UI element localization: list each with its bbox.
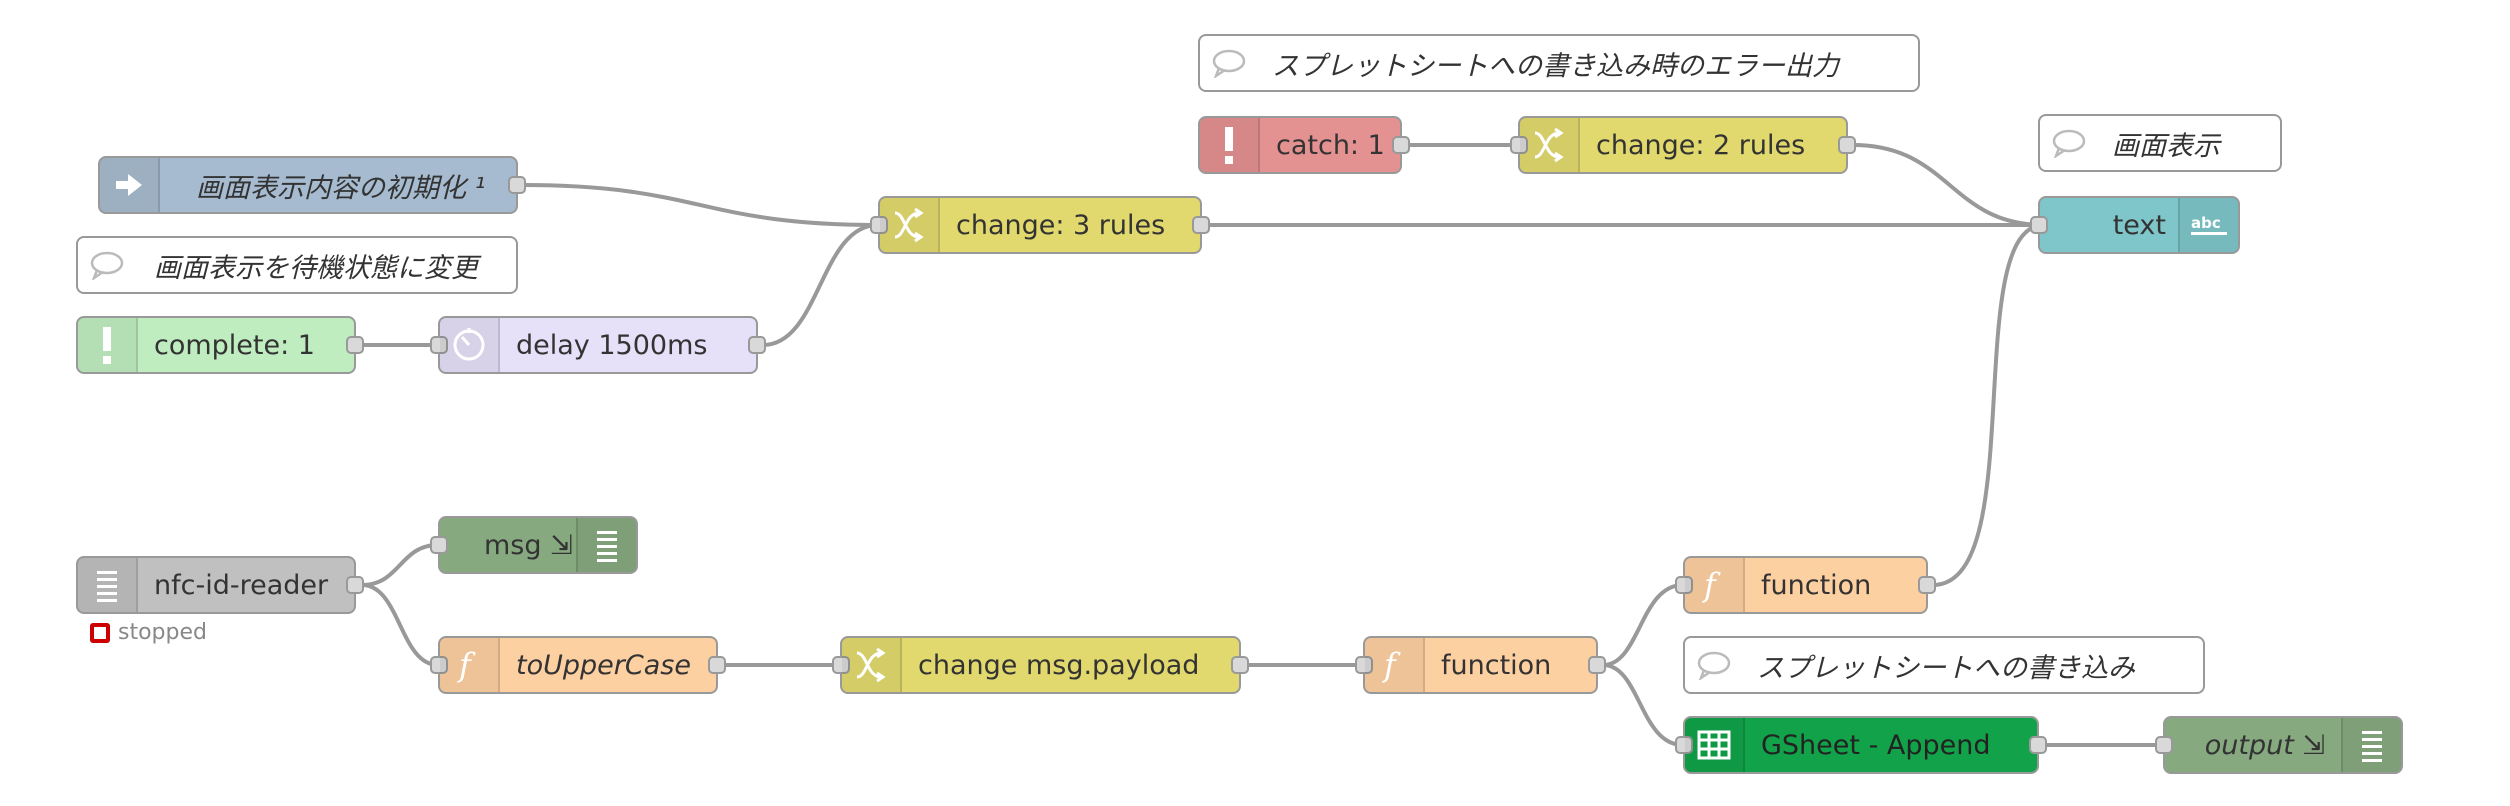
delay-input-port[interactable] [430,336,448,354]
function2-output-port[interactable] [1918,576,1936,594]
catch-label: catch: 1 [1276,129,1385,161]
msg-debug-node[interactable]: msg ⇲ [430,516,668,574]
change-payload-input-port[interactable] [832,656,850,674]
gsheet-append-node[interactable]: GSheet - Append [1675,716,2047,774]
nfc-reader-node[interactable]: nfc-id-reader [76,556,364,614]
wire-function1-function2 [1602,583,1684,667]
msg-debug-label: msg ⇲ [484,529,573,561]
function1-input-port[interactable] [1355,656,1373,674]
change-payload-node[interactable]: change msg.payload [832,636,1249,694]
shuffle-icon [1520,118,1580,172]
catch-node[interactable]: catch: 1 [1198,116,1410,174]
delay-node[interactable]: delay 1500ms [430,316,766,374]
comment-error-label: スプレットシートへの書き込み時のエラー出力 [1272,50,1839,82]
function1-output-port[interactable] [1588,656,1606,674]
change3-node[interactable]: change: 3 rules [870,196,1210,254]
complete-output-port[interactable] [346,336,364,354]
shuffle-icon [842,638,902,692]
text-node[interactable]: text abc [2030,196,2240,254]
comment-error-node[interactable]: スプレットシートへの書き込み時のエラー出力 [1198,34,1920,92]
function-icon: f [1685,558,1745,612]
comment-icon [78,238,136,292]
comment-icon [1685,638,1743,692]
nfc-reader-status-text: stopped [118,620,207,645]
arrow-in-icon [100,158,160,212]
svg-text:abc: abc [2191,214,2221,232]
list-icon [78,558,138,612]
gsheet-output-port[interactable] [2029,736,2047,754]
touppercase-node[interactable]: f toUpperCase [430,636,726,694]
change2-output-port[interactable] [1838,136,1856,154]
nfc-reader-status: stopped [90,620,207,645]
comment-display-node[interactable]: 画面表示 [2038,114,2282,172]
text-input-port[interactable] [2030,216,2048,234]
touppercase-output-port[interactable] [708,656,726,674]
wire-inject-change3 [522,183,879,227]
comment-sheet-node[interactable]: スプレットシートへの書き込み [1683,636,2205,694]
function2-label: function [1761,569,1872,601]
svg-text:f: f [1702,566,1721,604]
comment-display-label: 画面表示 [2112,130,2220,162]
wire-change2-text [1852,143,2045,227]
output-debug-node[interactable]: output ⇲ [2155,716,2433,774]
sheet-grid-icon [1685,718,1745,772]
function-icon: f [440,638,500,692]
list-icon [576,518,636,572]
function-icon: f [1365,638,1425,692]
comment-icon [1200,36,1258,90]
abc-icon: abc [2178,198,2238,252]
msg-debug-input-port[interactable] [430,536,448,554]
function1-label: function [1441,649,1552,681]
nfc-reader-output-port[interactable] [346,576,364,594]
wire-function2-text [1932,223,2045,587]
function2-input-port[interactable] [1675,576,1693,594]
wire-nfc-toupper [361,583,439,667]
change2-node[interactable]: change: 2 rules [1510,116,1856,174]
change-payload-label: change msg.payload [918,649,1200,681]
inject-output-port[interactable] [508,176,526,194]
text-label: text [2112,209,2166,241]
output-debug-input-port[interactable] [2155,736,2173,754]
gsheet-input-port[interactable] [1675,736,1693,754]
timer-icon [440,318,500,372]
gsheet-label: GSheet - Append [1761,729,1991,761]
delay-output-port[interactable] [748,336,766,354]
catch-output-port[interactable] [1392,136,1410,154]
wire-nfc-msg [361,543,439,587]
touppercase-input-port[interactable] [430,656,448,674]
exclamation-icon [1200,118,1260,172]
complete-node[interactable]: complete: 1 [76,316,364,374]
function1-node[interactable]: f function [1355,636,1606,694]
comment-wait-label: 画面表示を待機状態に変更 [154,252,478,284]
svg-text:f: f [457,646,476,684]
delay-label: delay 1500ms [516,329,708,361]
wire-function1-gsheet [1602,663,1684,747]
change3-output-port[interactable] [1192,216,1210,234]
complete-label: complete: 1 [154,329,315,361]
inject-label: 画面表示内容の初期化 ¹ [196,172,486,204]
function2-node[interactable]: f function [1675,556,1936,614]
svg-text:f: f [1382,646,1401,684]
list-icon [2341,718,2401,772]
shuffle-icon [880,198,940,252]
wire-delay-change3 [762,223,879,347]
exclamation-icon [78,318,138,372]
stopped-status-icon [90,622,110,643]
change3-label: change: 3 rules [956,209,1166,241]
change2-label: change: 2 rules [1596,129,1806,161]
touppercase-label: toUpperCase [516,649,691,681]
comment-wait-node[interactable]: 画面表示を待機状態に変更 [76,236,518,294]
change-payload-output-port[interactable] [1231,656,1249,674]
inject-node[interactable]: 画面表示内容の初期化 ¹ [68,156,526,214]
comment-icon [2040,116,2098,170]
change3-input-port[interactable] [870,216,888,234]
nfc-reader-label: nfc-id-reader [154,569,329,601]
comment-sheet-label: スプレットシートへの書き込み [1757,652,2135,684]
change2-input-port[interactable] [1510,136,1528,154]
output-debug-label: output ⇲ [2204,729,2325,761]
